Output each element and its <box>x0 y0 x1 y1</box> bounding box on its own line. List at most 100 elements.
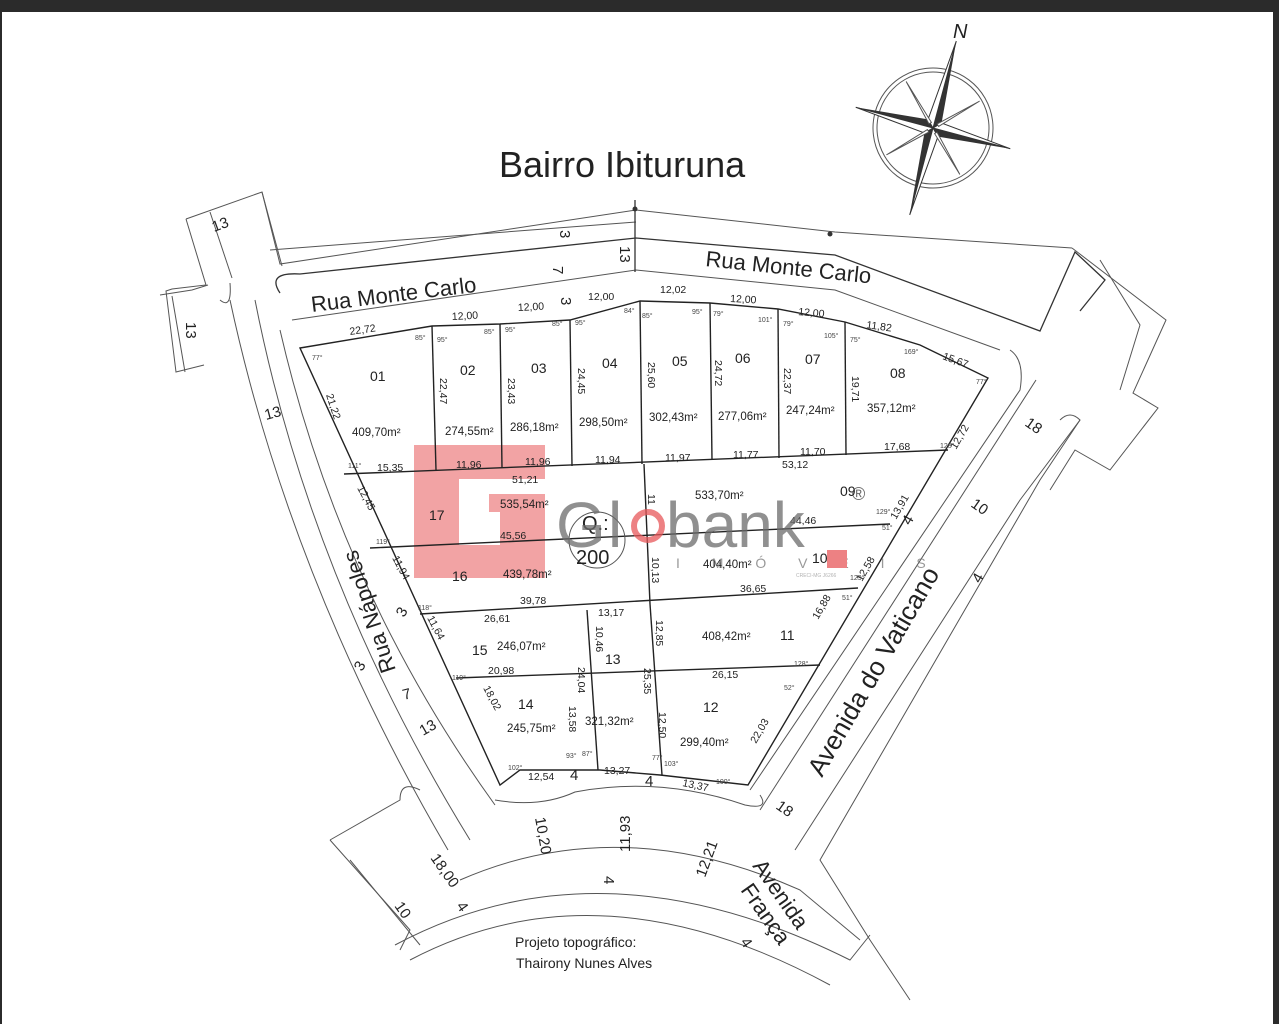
svg-text:51°: 51° <box>882 524 893 532</box>
svg-text:13: 13 <box>417 716 440 739</box>
svg-text:95°: 95° <box>505 326 516 334</box>
lot-03-area: 286,18m² <box>510 422 559 434</box>
svg-text:26,15: 26,15 <box>712 669 738 681</box>
lot-10-number: 10 <box>812 550 828 566</box>
svg-text:13,27: 13,27 <box>604 765 630 777</box>
svg-text:3: 3 <box>556 230 573 238</box>
svg-text:12,00: 12,00 <box>798 306 825 320</box>
svg-text:101°: 101° <box>758 316 773 324</box>
svg-text:18: 18 <box>773 797 796 820</box>
map-canvas: N Bairro Ibituruna Rua Monte Carlo Rua M… <box>2 12 1273 1024</box>
lot-11-area: 408,42m² <box>702 631 751 643</box>
lot-09-number: 09 <box>840 483 856 499</box>
svg-text:13: 13 <box>210 214 231 236</box>
credits-line-1: Projeto topográfico: <box>515 934 636 950</box>
svg-text:22,03: 22,03 <box>748 717 772 746</box>
svg-text:®: ® <box>852 484 865 504</box>
svg-text:93°: 93° <box>566 752 577 760</box>
svg-text:53,12: 53,12 <box>782 459 808 471</box>
svg-text:13: 13 <box>263 403 284 424</box>
lot-04-area: 298,50m² <box>579 417 628 429</box>
svg-text:100°: 100° <box>716 778 731 786</box>
svg-text:12,50: 12,50 <box>656 712 668 738</box>
neighborhood-title: Bairro Ibituruna <box>499 144 746 185</box>
svg-text:3: 3 <box>393 604 412 620</box>
subdivision-plan: N Bairro Ibituruna Rua Monte Carlo Rua M… <box>159 21 1167 1001</box>
lot-15-number: 15 <box>472 642 488 658</box>
svg-text:52°: 52° <box>784 684 795 692</box>
svg-text:103°: 103° <box>664 760 679 768</box>
lot-06-number: 06 <box>735 350 751 366</box>
svg-text:17,68: 17,68 <box>884 441 910 453</box>
svg-text:13: 13 <box>182 322 199 339</box>
svg-text:4: 4 <box>969 570 988 586</box>
svg-text:4: 4 <box>453 899 472 916</box>
lot-14-number: 14 <box>518 696 534 712</box>
svg-text:102°: 102° <box>508 764 523 772</box>
lot-03-number: 03 <box>531 360 547 376</box>
svg-text:25,60: 25,60 <box>645 362 657 388</box>
svg-text:95°: 95° <box>437 336 448 344</box>
svg-text:11,96: 11,96 <box>456 459 482 471</box>
svg-text:24,45: 24,45 <box>575 368 587 394</box>
svg-text:128°: 128° <box>940 442 955 450</box>
lot-04-number: 04 <box>602 355 618 371</box>
svg-text:12,54: 12,54 <box>528 771 554 783</box>
street-label-rua-monte-carlo-right: Rua Monte Carlo <box>704 246 872 288</box>
lot-11-number: 11 <box>780 627 795 643</box>
svg-text:12,21: 12,21 <box>693 838 722 879</box>
svg-text:12,00: 12,00 <box>518 301 545 314</box>
lot-15-area: 246,07m² <box>497 641 546 653</box>
lot-05-number: 05 <box>672 353 688 369</box>
svg-text:79°: 79° <box>783 320 794 328</box>
svg-text:12,45: 12,45 <box>354 484 377 513</box>
svg-text:l: l <box>608 489 622 561</box>
svg-text:16,88: 16,88 <box>810 593 834 622</box>
svg-text:10,46: 10,46 <box>593 626 605 652</box>
svg-text:12,85: 12,85 <box>653 620 665 646</box>
svg-text:11,94: 11,94 <box>595 454 621 466</box>
svg-text:11,93: 11,93 <box>617 816 634 852</box>
lot-labels: 01 409,70m² 02 274,55m² 03 286,18m² 04 2… <box>352 350 916 749</box>
svg-text:13,37: 13,37 <box>681 777 709 794</box>
svg-text:11,70: 11,70 <box>800 446 826 458</box>
svg-text:20,98: 20,98 <box>488 665 514 677</box>
svg-text:4: 4 <box>600 876 617 884</box>
svg-text:12,00: 12,00 <box>588 291 614 303</box>
block-outline <box>298 300 989 787</box>
svg-text:11,77: 11,77 <box>733 449 759 461</box>
svg-text:13,17: 13,17 <box>598 607 624 619</box>
lot-09-area: 533,70m² <box>695 490 744 502</box>
lot-17-number: 17 <box>429 507 445 523</box>
lot-12-area: 299,40m² <box>680 737 729 749</box>
svg-text:I M Ó V E I S: I M Ó V E I S <box>676 555 940 571</box>
block-label: Q.: 200 <box>568 511 626 569</box>
svg-text:22,72: 22,72 <box>349 322 377 338</box>
lot-07-number: 07 <box>805 351 821 367</box>
svg-text:51°: 51° <box>842 594 853 602</box>
svg-text:26,61: 26,61 <box>484 613 510 625</box>
lot-13-number: 13 <box>605 651 621 667</box>
svg-text:95°: 95° <box>575 319 586 327</box>
svg-text:Q.:: Q.: <box>582 513 609 535</box>
svg-text:75°: 75° <box>850 336 861 344</box>
street-dimensions: 13 13 13 3 7 3 13 13 3 3 7 18 18 10 4 4 … <box>182 214 1045 951</box>
svg-text:4: 4 <box>645 773 653 790</box>
lot-17-area: 535,54m² <box>500 499 549 511</box>
lot-01-number: 01 <box>370 368 386 384</box>
svg-text:CRECI-MG J6266: CRECI-MG J6266 <box>796 573 837 579</box>
lot-08-area: 357,12m² <box>867 403 916 415</box>
svg-text:119°: 119° <box>452 674 466 682</box>
svg-text:39,78: 39,78 <box>520 595 546 607</box>
lot-14-area: 245,75m² <box>507 723 556 735</box>
svg-text:111°: 111° <box>348 462 362 470</box>
svg-text:77°: 77° <box>652 754 663 762</box>
lot-12-number: 12 <box>703 699 719 715</box>
svg-text:G: G <box>556 489 606 561</box>
svg-text:11,82: 11,82 <box>866 319 893 334</box>
svg-text:19,71: 19,71 <box>849 376 861 402</box>
svg-text:18,02: 18,02 <box>480 684 503 713</box>
svg-text:85°: 85° <box>484 328 495 336</box>
lot-05-area: 302,43m² <box>649 412 698 424</box>
svg-text:13: 13 <box>616 246 633 263</box>
